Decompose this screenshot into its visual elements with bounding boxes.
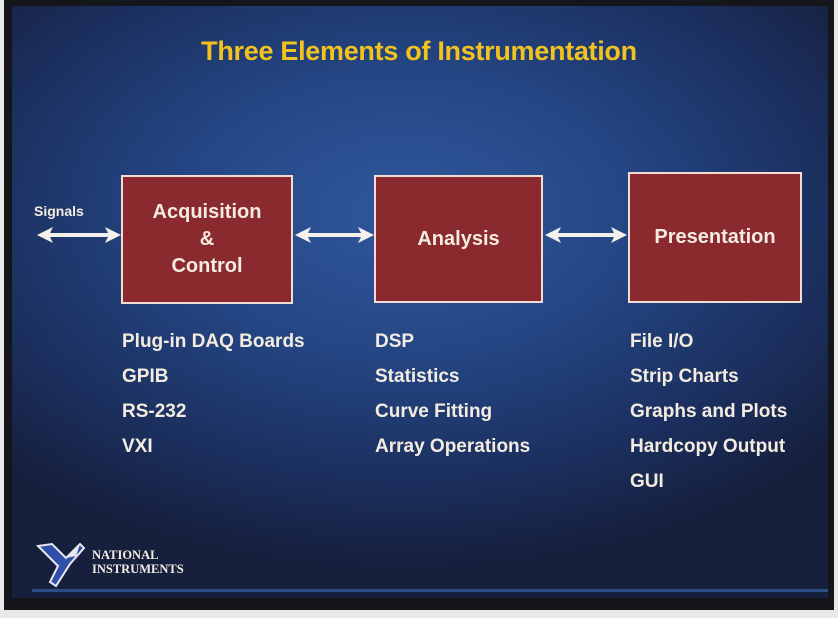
national-instruments-logo-text: NATIONAL INSTRUMENTS (92, 548, 184, 576)
list-item: GPIB (122, 366, 169, 387)
list-item: Strip Charts (630, 366, 739, 387)
logo-line: NATIONAL (92, 548, 159, 562)
analysis-items-list: DSP Statistics Curve Fitting Array Opera… (375, 324, 530, 464)
list-item: DSP (375, 331, 415, 352)
national-instruments-logo-icon (36, 542, 86, 588)
list-item: Array Operations (375, 436, 531, 457)
list-item: Hardcopy Output (630, 436, 786, 457)
list-item: VXI (122, 436, 153, 457)
double-arrow-icon (545, 227, 627, 243)
list-item: File I/O (630, 331, 694, 352)
list-item: Plug-in DAQ Boards (122, 331, 305, 352)
presentation-items-list: File I/O Strip Charts Graphs and Plots H… (630, 324, 787, 499)
list-item: GUI (630, 471, 664, 492)
block-label: Control (171, 255, 243, 277)
list-item: Statistics (375, 366, 460, 387)
block-label: & (199, 228, 215, 250)
list-item: RS-232 (122, 401, 187, 422)
slide-bottom-line (32, 589, 828, 592)
presentation-block: Presentation (628, 172, 802, 303)
analysis-block: Analysis (374, 175, 543, 303)
acquisition-items-list: Plug-in DAQ Boards GPIB RS-232 VXI (122, 324, 305, 464)
block-label: Analysis (417, 227, 500, 250)
signals-label: Signals (34, 203, 84, 219)
block-label: Acquisition (152, 201, 262, 223)
acquisition-control-block: Acquisition & Control (121, 175, 293, 304)
block-label: Presentation (654, 226, 776, 248)
double-arrow-icon (295, 227, 374, 243)
signals-double-arrow-icon (37, 227, 121, 243)
logo-line: INSTRUMENTS (92, 562, 184, 576)
list-item: Curve Fitting (375, 401, 493, 422)
slide-title: Three Elements of Instrumentation (201, 36, 637, 66)
list-item: Graphs and Plots (630, 401, 788, 422)
